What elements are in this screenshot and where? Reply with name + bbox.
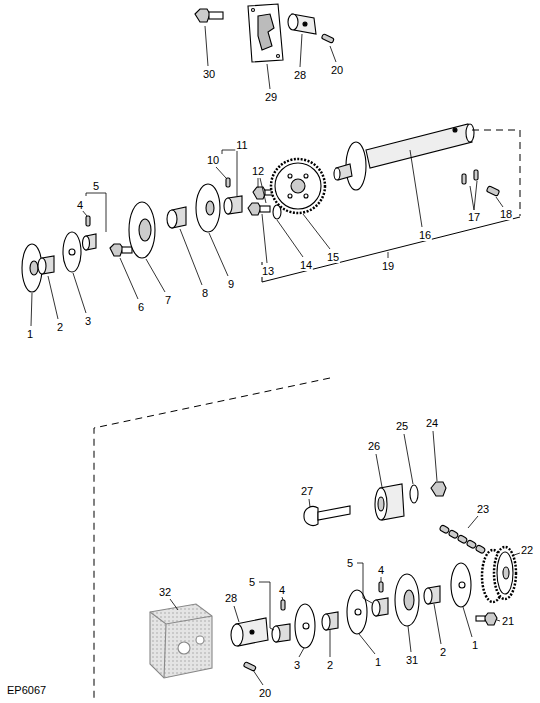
callout-number: 20 <box>258 687 272 699</box>
callout-number: 31 <box>405 654 419 666</box>
pin <box>379 582 383 592</box>
nut <box>431 482 446 496</box>
callout-number: 15 <box>326 251 340 263</box>
bushing <box>167 207 186 228</box>
callout-number: 1 <box>26 328 34 340</box>
callout-number: 5 <box>92 180 100 192</box>
callout-number: 1 <box>471 639 479 651</box>
bushing <box>224 196 242 214</box>
bolt <box>248 203 270 215</box>
callout-number: 17 <box>467 211 481 223</box>
callout-number: 3 <box>84 315 92 327</box>
pin <box>474 170 478 180</box>
gear <box>271 159 325 213</box>
callout-number: 22 <box>520 544 534 556</box>
pin <box>86 216 90 226</box>
callout-number: 7 <box>164 294 172 306</box>
callout-number: 18 <box>499 208 513 220</box>
roll-pin <box>321 34 334 44</box>
callout-number: 9 <box>227 278 235 290</box>
callout-number: 5 <box>346 557 354 569</box>
carriage-bolt <box>304 506 350 526</box>
flange <box>395 574 419 626</box>
callout-number: 6 <box>137 301 145 313</box>
bolt <box>195 9 223 22</box>
roller-chain <box>439 524 486 554</box>
bushing <box>83 234 97 250</box>
callout-number: 11 <box>235 139 248 151</box>
double-sprocket <box>482 547 516 602</box>
pivot-cylinder <box>231 618 268 646</box>
callout-number: 13 <box>261 265 275 277</box>
washer <box>410 485 418 503</box>
callout-number: 28 <box>293 69 307 81</box>
pin <box>462 174 466 184</box>
callout-number: 3 <box>293 659 301 671</box>
shaft <box>334 124 474 190</box>
callout-number: 2 <box>439 646 447 658</box>
bushing <box>322 612 338 630</box>
gasket-plate <box>248 4 283 62</box>
callout-number: 29 <box>264 91 278 103</box>
bushing <box>372 598 388 616</box>
callout-number: 8 <box>201 287 209 299</box>
roll-pin <box>243 662 256 672</box>
pin <box>226 178 230 187</box>
callout-number: 14 <box>299 259 313 271</box>
callout-number: 28 <box>224 592 238 604</box>
callout-number: 20 <box>330 64 344 76</box>
plate <box>451 563 471 607</box>
callout-number: 21 <box>501 615 515 627</box>
key <box>486 186 499 197</box>
callout-number: 4 <box>377 564 385 576</box>
callout-number: 32 <box>158 586 172 598</box>
callout-number: 25 <box>395 420 409 432</box>
callout-number: 27 <box>300 485 314 497</box>
bushing <box>38 256 54 274</box>
sleeve <box>375 484 404 520</box>
callout-number: 26 <box>367 440 381 452</box>
callout-number: 2 <box>56 321 64 333</box>
callout-number: 19 <box>381 260 395 272</box>
callout-number: 2 <box>326 659 334 671</box>
leader-lines <box>31 26 520 685</box>
plate <box>63 232 81 272</box>
callout-number: 24 <box>425 417 439 429</box>
plate <box>347 590 367 634</box>
callout-number: 10 <box>206 154 220 166</box>
callout-number: 5 <box>248 576 256 588</box>
callout-number: 16 <box>418 229 432 241</box>
plate <box>196 184 220 232</box>
callout-number: 1 <box>374 656 382 668</box>
figure-code: EP6067 <box>6 684 47 696</box>
bushing <box>424 586 440 604</box>
callout-number: 23 <box>476 503 490 515</box>
pivot-cylinder <box>288 14 316 34</box>
valve-block <box>150 604 212 678</box>
callout-number: 4 <box>278 584 286 596</box>
callout-number: 12 <box>251 165 265 177</box>
bolt <box>110 244 132 256</box>
flange <box>129 202 155 258</box>
plate <box>295 604 315 648</box>
pin <box>281 600 285 610</box>
callout-number: 4 <box>76 199 84 211</box>
bolt <box>476 613 497 625</box>
callout-number: 30 <box>202 68 216 80</box>
bushing <box>272 624 290 642</box>
